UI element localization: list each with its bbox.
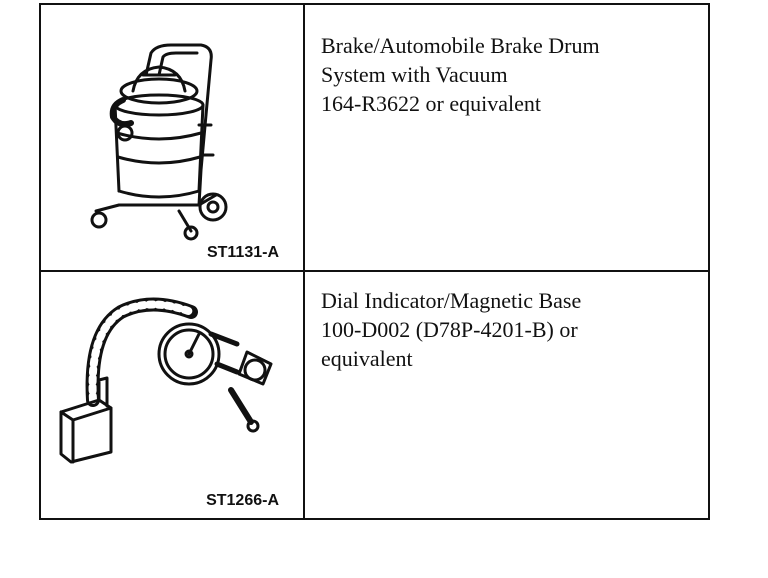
tool-description: Dial Indicator/Magnetic Base 100-D002 (D… xyxy=(307,272,708,518)
figure-caption: ST1266-A xyxy=(206,492,279,509)
tool-description: Brake/Automobile Brake Drum System with … xyxy=(307,5,708,270)
description-line: System with Vacuum xyxy=(321,62,508,87)
figure-caption: ST1131-A xyxy=(206,244,279,261)
description-line: equivalent xyxy=(321,346,413,371)
description-line: 100-D002 (D78P-4201-B) or xyxy=(321,317,578,342)
tool-table: ST1131-A Brake/Automobile Brake Drum Sys… xyxy=(39,3,710,520)
table-row: ST1266-A Dial Indicator/Magnetic Base 10… xyxy=(41,270,708,518)
description-line: 164-R3622 or equivalent xyxy=(321,91,541,116)
table-row: ST1131-A Brake/Automobile Brake Drum Sys… xyxy=(41,5,708,270)
tool-image-cell: ST1131-A xyxy=(41,5,305,270)
tool-image-cell: ST1266-A xyxy=(41,272,305,518)
dial-indicator-magnetic-base-illustration xyxy=(59,297,273,464)
description-line: Brake/Automobile Brake Drum xyxy=(321,33,600,58)
description-line: Dial Indicator/Magnetic Base xyxy=(321,288,582,313)
vacuum-cleaner-illustration xyxy=(90,43,228,241)
